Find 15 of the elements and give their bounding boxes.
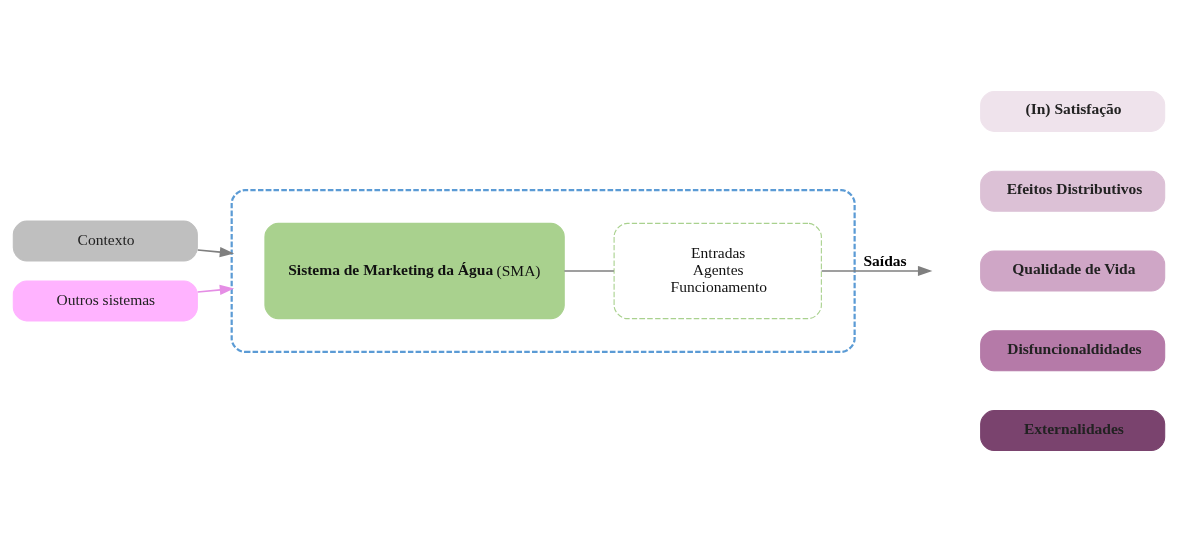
node-box: Disfuncionaldidades <box>980 330 1166 372</box>
node-box: Outros sistemas <box>12 280 198 322</box>
connector <box>563 270 615 272</box>
node-box: Externalidades <box>980 410 1166 452</box>
arrow <box>196 247 235 258</box>
edge-label: Saídas <box>863 251 907 269</box>
node-box: Entradas Agentes Funcionamento <box>613 222 822 320</box>
node-box: (In) Satisfação <box>980 90 1166 132</box>
arrow <box>196 284 235 295</box>
node-box: Qualidade de Vida <box>980 250 1166 292</box>
arrow <box>820 265 933 277</box>
node-box: Sistema de Marketing da Água (SMA) <box>264 222 565 320</box>
node-box: Contexto <box>12 220 198 262</box>
node-box: Efeitos Distributivos <box>980 170 1166 212</box>
cluster <box>230 188 856 354</box>
